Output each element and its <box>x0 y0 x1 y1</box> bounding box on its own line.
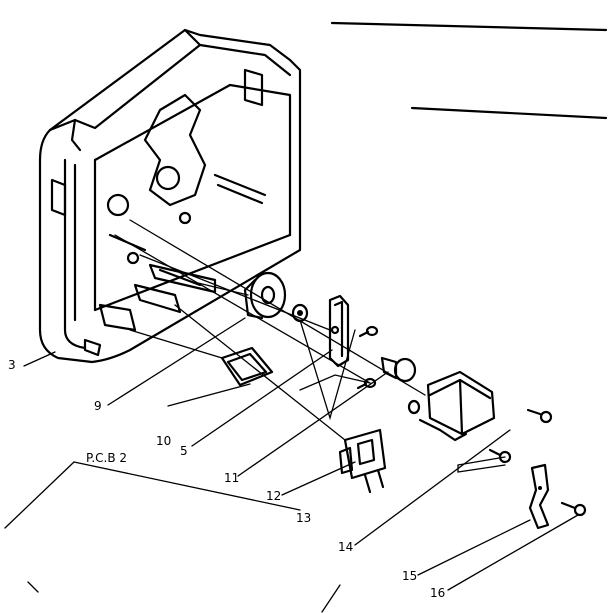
edge-line-top <box>330 21 608 32</box>
housing-part <box>38 28 302 364</box>
label-5: 5 <box>180 444 188 458</box>
label-9: 9 <box>94 399 102 413</box>
label-11: 11 <box>224 471 239 485</box>
label-leaders <box>4 317 579 613</box>
transformer-part <box>407 370 496 442</box>
label-15: 15 <box>402 569 417 583</box>
screw-right-middle <box>488 448 512 464</box>
pcb-plate <box>220 346 274 387</box>
label-16: 16 <box>430 586 445 600</box>
push-button-part <box>380 356 417 383</box>
label-3: 3 <box>8 358 16 372</box>
label-13: 13 <box>296 511 311 525</box>
label-10: 10 <box>156 434 171 448</box>
switch-part <box>338 428 387 494</box>
label-pcb: P.C.B 2 <box>86 451 127 465</box>
label-12: 12 <box>266 489 281 503</box>
label-14: 14 <box>338 540 353 554</box>
bracket-part <box>328 294 350 368</box>
clip-part <box>528 463 550 530</box>
screw-right-upper <box>526 408 553 424</box>
assembly-lines <box>114 219 506 473</box>
screw-bottom-right <box>560 501 587 517</box>
edge-line-middle <box>410 106 608 120</box>
small-screw-a <box>358 325 379 338</box>
